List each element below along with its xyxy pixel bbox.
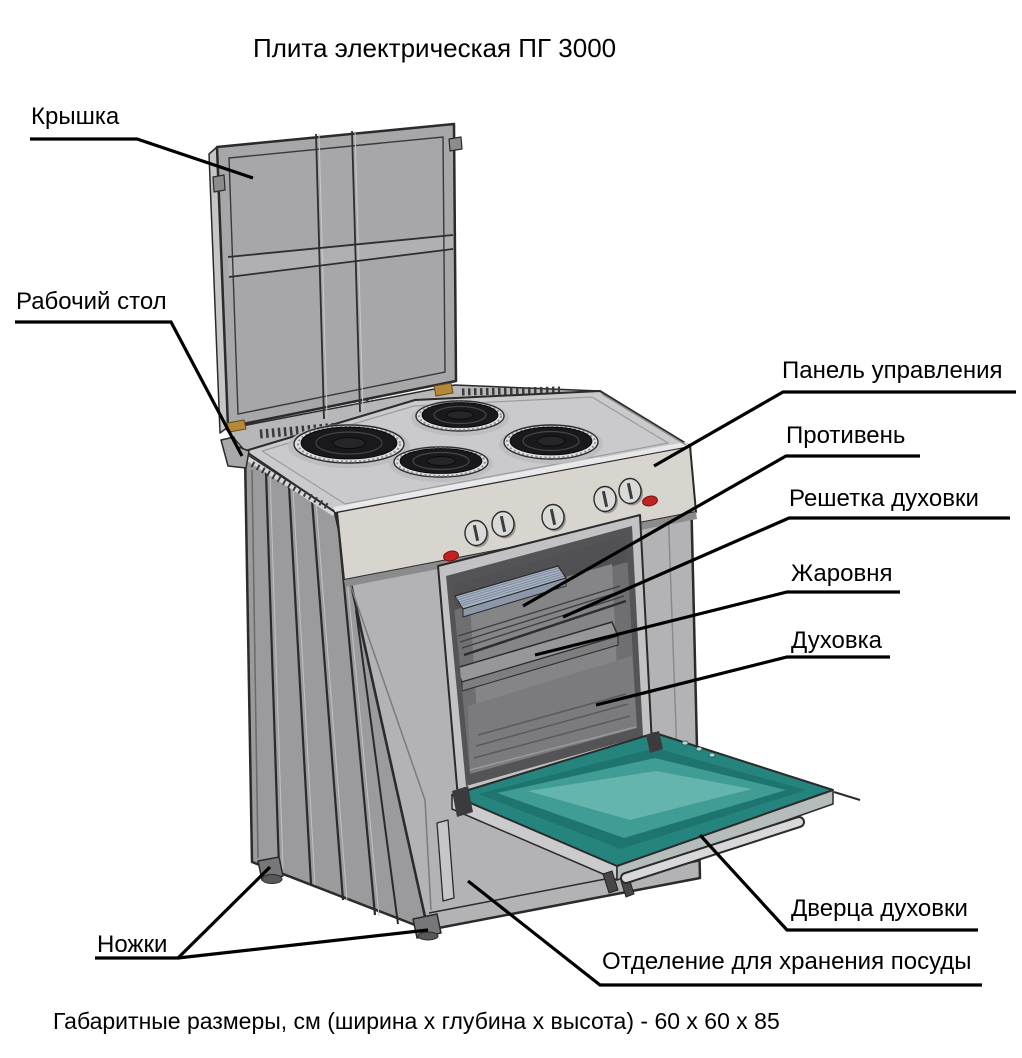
worktop-corner-bracket	[220, 436, 250, 469]
burner	[499, 424, 603, 464]
label-worktop: Рабочий стол	[16, 288, 167, 315]
lid	[208, 122, 463, 434]
oven-cavity	[452, 534, 637, 774]
door-screw-icon	[695, 746, 703, 752]
oven-knob	[541, 503, 566, 532]
burner	[411, 400, 509, 436]
storage-slot	[436, 819, 455, 902]
leader-oven-door	[698, 833, 978, 932]
burner-knob	[618, 477, 643, 506]
leader-oven	[595, 655, 890, 707]
leader-lid	[30, 137, 254, 180]
oven-opening	[437, 514, 653, 799]
label-control-panel: Панель управления	[782, 357, 1003, 384]
label-storage: Отделение для хранения посуды	[602, 948, 972, 975]
burner	[288, 424, 410, 468]
oven-door	[451, 731, 861, 898]
label-lid: Крышка	[31, 103, 120, 130]
label-baking-tray: Противень	[786, 422, 906, 449]
baking-tray	[454, 565, 567, 618]
label-legs: Ножки	[97, 931, 168, 958]
door-foot	[602, 870, 619, 894]
leader-worktop	[15, 320, 244, 457]
label-oven-rack: Решетка духовки	[789, 485, 979, 512]
indicator-light-icon	[443, 550, 459, 562]
cooktop	[244, 390, 691, 513]
door-glass-highlight	[528, 771, 752, 820]
label-roasting-pan: Жаровня	[791, 560, 893, 587]
leader-legs-right	[177, 928, 429, 960]
indicator-light-icon	[642, 495, 658, 507]
label-oven-door: Дверца духовки	[791, 895, 968, 922]
lid-latch	[212, 174, 226, 193]
door-side-trim	[833, 790, 861, 802]
leader-lines	[15, 137, 1016, 987]
leader-control-panel	[653, 390, 1016, 468]
leader-roasting-pan	[534, 590, 900, 657]
page-title: Плита электрическая ПГ 3000	[253, 33, 617, 63]
roasting-pan	[455, 621, 619, 692]
hinge-right	[433, 382, 454, 397]
leader-oven-rack	[562, 516, 1010, 619]
lid-latch	[448, 136, 463, 152]
vent-grille-icon	[461, 386, 561, 396]
leader-storage	[467, 879, 982, 987]
door-hinge-arm	[452, 786, 473, 817]
burner-knob	[491, 510, 516, 539]
dimensions-note: Габаритные размеры, см (ширина х глубина…	[53, 1008, 780, 1034]
door-screw-icon	[708, 752, 716, 758]
leader-baking-tray	[522, 454, 920, 608]
oven-rack	[457, 585, 627, 657]
door-screw-icon	[681, 740, 689, 746]
burner	[389, 446, 493, 482]
door-hinge-arm	[646, 731, 663, 753]
label-oven: Духовка	[791, 627, 882, 654]
lid-hinges	[220, 382, 454, 469]
burner-knob	[593, 485, 618, 514]
burner-knob	[464, 519, 489, 548]
